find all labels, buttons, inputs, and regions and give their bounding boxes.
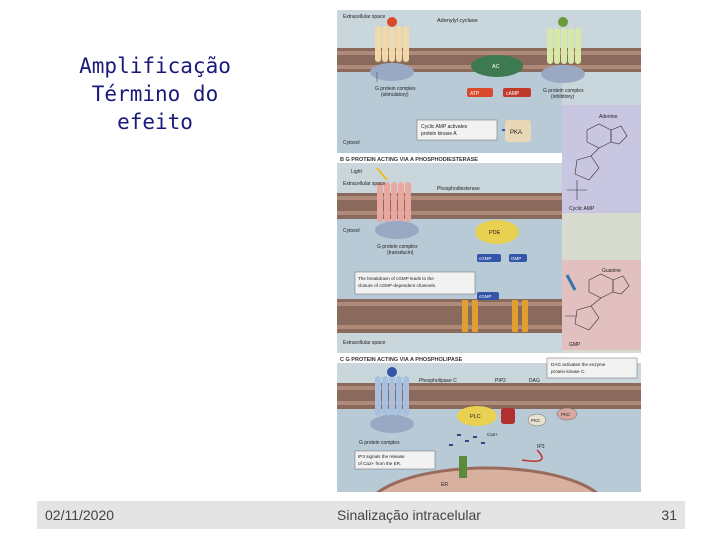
label-adenylyl-cyclase: Adenylyl cyclase (437, 18, 478, 24)
g-protein-inhibitory (541, 65, 585, 83)
label-dag-note-2: protein kinase C. (551, 369, 585, 374)
title-line-2: Término do (91, 82, 219, 106)
adenine-structure-box (562, 105, 641, 213)
label-cyclic-amp: Cyclic AMP (569, 206, 595, 212)
label-pkc-inactive: PKC (531, 418, 541, 423)
g-protein-stimulatory (370, 63, 414, 81)
label-extracellular-a: Extracellular space (343, 14, 385, 20)
label-g-transducin-1: G protein complex (377, 244, 418, 250)
atp-tag (467, 88, 493, 97)
label-extracellular-b: Extracellular space (343, 181, 385, 187)
panel-a: Extracellular space Adenylyl cyclase AC … (337, 10, 641, 213)
label-gmp: GMP (511, 256, 521, 261)
title-line-1: Amplificação (79, 54, 231, 78)
er-membrane (376, 466, 598, 492)
label-camp-note-1: Cyclic AMP activates (421, 124, 468, 130)
label-ac: AC (492, 64, 500, 70)
label-pka: PKA (510, 130, 522, 136)
adenine-ring-icon (567, 123, 628, 200)
ip3-arrow-icon (521, 449, 543, 462)
label-cytosol-a: Cytosol (343, 140, 360, 146)
label-atp: ATP (470, 91, 480, 97)
label-guanine: Guanine (602, 268, 621, 274)
label-cgmp-channel: cGMP (479, 294, 492, 299)
cgmp-tag (477, 254, 501, 262)
cgmp-channel-closed (462, 300, 528, 332)
label-phospholipase: Phospholipase C (419, 378, 457, 384)
label-gmp-structure: GMP (569, 342, 581, 348)
label-light: Light (351, 169, 362, 175)
label-phosphodiesterase: Phosphodiesterase (437, 186, 480, 192)
footer-text: Sinalização intracelular (337, 507, 481, 523)
label-dag: DAG (529, 378, 540, 384)
dag-note-box (546, 357, 638, 379)
label-pde: PDE (489, 230, 501, 236)
footer-date: 02/11/2020 (45, 507, 115, 523)
label-pip2: PIP2 (495, 378, 506, 384)
pip2-lipid (501, 408, 515, 424)
label-camp-note-2: protein kinase A (421, 131, 457, 137)
pkc-active (556, 407, 578, 421)
label-g-stim-1: G protein complex (375, 86, 416, 92)
guanine-structure-box (562, 260, 641, 350)
label-panel-c-header: C G PROTEIN ACTING VIA A PHOSPHOLIPASE (340, 357, 463, 363)
label-dag-note-1: DAG activates the enzyme (551, 362, 606, 367)
label-camp: cAMP (506, 91, 520, 97)
phosphodiesterase (475, 220, 519, 244)
label-cgmp-note-2: closure of cGMP-dependent channels. (358, 283, 436, 288)
calcium-ions (449, 434, 485, 446)
label-er: ER (441, 482, 448, 488)
slide-footer: 02/11/2020 Sinalização intracelular 31 (37, 501, 685, 529)
adenylyl-cyclase (471, 55, 523, 77)
receptor-inhibitory (547, 17, 581, 64)
title-line-3: efeito (117, 110, 193, 134)
label-g-stim-2: (stimulatory) (381, 92, 409, 98)
ip3-note-box (354, 450, 436, 470)
label-cytosol-b: Cytosol (343, 228, 360, 234)
label-ip3-note-2: of Ca2+ from the ER. (358, 461, 401, 466)
cgmp-channel-tag (477, 292, 499, 300)
receptor-stimulatory (375, 17, 409, 62)
gmp-tag (509, 254, 527, 262)
label-ip3: IP3 (537, 444, 545, 450)
page-number: 31 (661, 507, 677, 523)
receptor-c (375, 367, 409, 416)
camp-note-box (416, 119, 498, 141)
label-g-transducin-2: (transducin) (387, 250, 414, 256)
transducin (375, 221, 419, 239)
label-plc: PLC (470, 414, 481, 420)
label-adenine: Adenine (599, 114, 618, 120)
label-panel-b-header: B G PROTEIN ACTING VIA A PHOSPHODIESTERA… (340, 157, 478, 163)
label-g-inhib-2: (inhibitory) (551, 94, 575, 100)
label-pkc-active: PKC (561, 412, 571, 417)
slide-title: Amplificação Término do efeito (60, 52, 250, 136)
arrow-icon (565, 274, 577, 291)
ip3-receptor (459, 456, 467, 478)
label-cgmp-note-1: The breakdown of cGMP leads to the (358, 276, 434, 281)
label-cgmp: cGMP (479, 256, 492, 261)
pkc-inactive (527, 413, 547, 427)
label-extracellular-b2: Extracellular space (343, 340, 385, 346)
label-g-complex-c: G protein complex (359, 440, 400, 446)
rhodopsin-receptor (377, 182, 411, 222)
plc-enzyme (457, 406, 497, 426)
g-protein-c (370, 415, 414, 433)
label-ip3-note-1: IP3 signals the release (358, 454, 405, 459)
panel-b: B G PROTEIN ACTING VIA A PHOSPHODIESTERA… (337, 153, 641, 353)
cgmp-note-box (354, 271, 476, 295)
label-ca: Ca2+ (487, 432, 498, 437)
panel-c: C G PROTEIN ACTING VIA A PHOSPHOLIPASE D… (337, 353, 641, 492)
camp-tag (503, 88, 531, 97)
guanine-ring-icon (565, 273, 630, 331)
pka-shape (505, 120, 531, 142)
light-ray-icon (376, 167, 388, 181)
signaling-figure: Extracellular space Adenylyl cyclase AC … (337, 10, 641, 492)
label-g-inhib-1: G protein complex (543, 88, 584, 94)
